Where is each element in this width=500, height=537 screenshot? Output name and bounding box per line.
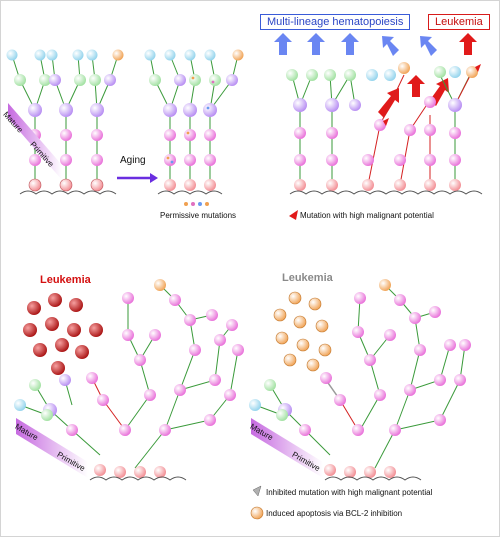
niche-ground-bottom-left [89, 476, 187, 481]
niche-ground-top-left [19, 190, 117, 195]
top-middle-cells [144, 49, 244, 191]
leukemia-top-label: Leukemia [428, 14, 490, 30]
bottom-left-cells [14, 279, 244, 478]
induced-apoptosis-label: Induced apoptosis via BCL-2 inhibition [266, 509, 403, 518]
leukemia-label-bottom-right: Leukemia [282, 272, 333, 284]
mutation-flag-legend-icon [289, 210, 298, 220]
apoptosis-legend-icon [250, 506, 264, 520]
bottom-right-apoptotic-cells [273, 291, 332, 372]
aging-label: Aging [120, 155, 146, 166]
niche-ground-top-right [289, 190, 483, 195]
bottom-right-cells [249, 279, 471, 478]
maturation-bar-bottom-left [16, 418, 88, 478]
multi-lineage-label: Multi-lineage hematopoiesis [260, 14, 411, 30]
leukemia-label-bottom-left: Leukemia [40, 274, 91, 286]
niche-ground-top-middle [157, 190, 223, 195]
mutation-high-malignant-label: Mutation with high malignant potential [300, 211, 434, 220]
bottom-left-leukemic-cells [23, 293, 103, 375]
niche-ground-bottom-right [324, 476, 422, 481]
maturation-bar-top [8, 103, 62, 180]
top-right-cells [286, 62, 478, 191]
top-right-mutation-flags [383, 64, 481, 126]
permissive-mutation-legend-dots [184, 202, 209, 206]
inhibited-mutation-label: Inhibited mutation with high malignant p… [266, 488, 433, 497]
aging-arrow [117, 173, 158, 183]
maturation-bar-bottom-right [251, 418, 323, 478]
bottom-left-red-lineage [91, 377, 126, 431]
top-left-cells [6, 49, 124, 192]
permissive-mutations-label: Permissive mutations [160, 211, 237, 220]
inhibited-mutation-legend-icon [252, 485, 262, 497]
